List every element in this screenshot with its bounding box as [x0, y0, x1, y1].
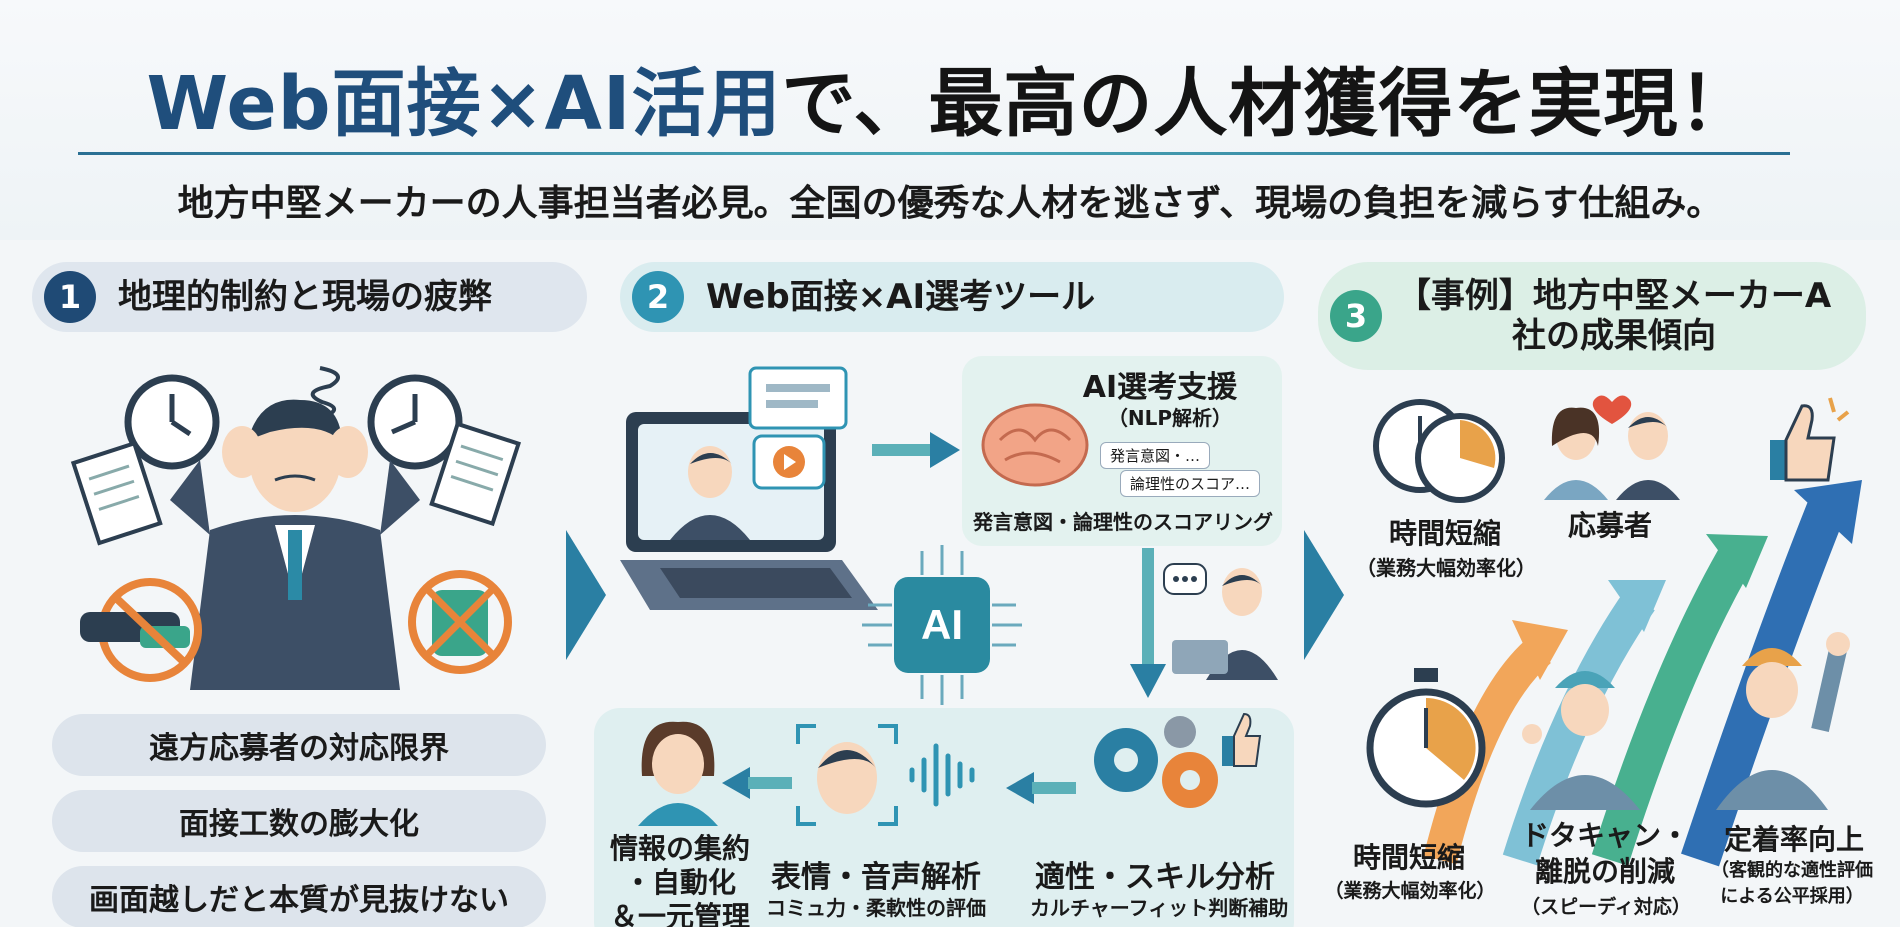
stressed-worker-illustration [70, 366, 522, 690]
chevron-right-icon [566, 530, 606, 660]
problem-pill: 画面越しだと本質が見抜けない [52, 866, 546, 927]
scoring-caption: 発言意図・論理性のスコアリング [973, 510, 1273, 534]
couple-icon [1544, 395, 1680, 500]
hr-manager-icon [638, 721, 718, 826]
top-time-title: 時間短縮 [1388, 517, 1501, 550]
worker-female-icon [1522, 671, 1640, 810]
clock-right-icon [367, 374, 463, 470]
arrow-left-icon [1006, 772, 1076, 804]
speech-bubble: 論理性のスコア… [1120, 470, 1260, 497]
section3-number: 3 [1330, 290, 1382, 342]
problem-pill: 面接工数の膨大化 [52, 790, 546, 852]
document-left-icon [70, 440, 163, 546]
section2-number: 2 [632, 271, 684, 323]
problem-pill: 遠方応募者の対応限界 [52, 714, 546, 776]
info-title-line3: ＆一元管理 [609, 900, 750, 927]
dropout-sub: （スピーディ対応） [1521, 896, 1691, 918]
chat-bubble-icon [748, 366, 848, 430]
clocks-icon [1373, 399, 1505, 503]
chevron-right-icon [1304, 530, 1344, 660]
section3-title-line1: 【事例】地方中堅メーカーA [1396, 276, 1832, 316]
no-train-car-icon [80, 578, 202, 682]
retention-title: 定着率向上 [1723, 823, 1864, 856]
brain-icon [981, 403, 1089, 487]
section2-title: Web面接×AI選考ツール [706, 277, 1096, 317]
retention-sub-line1: （客観的な適性評価 [1711, 860, 1873, 881]
top-applicants: 応募者 [1567, 509, 1652, 542]
laptop-user-icon [1163, 563, 1278, 680]
section3-title: 【事例】地方中堅メーカーA 社の成果傾向 [1382, 276, 1846, 356]
main-title-rest: で、最高の人材獲得を実現！ [781, 61, 1754, 147]
info-title: 情報の集約 ・自動化 ＆一元管理 [600, 832, 760, 927]
expression-sub: コミュ力・柔軟性の評価 [766, 896, 986, 920]
stress-swirl-icon [310, 366, 340, 418]
web-interview-laptop-illustration [620, 366, 878, 610]
clock-left-icon [124, 374, 220, 470]
thumbs-up-icon [1222, 712, 1262, 767]
ai-chip-label: AI [921, 601, 963, 648]
header-band [0, 0, 1900, 240]
arrow-right-icon [872, 432, 960, 468]
section1-number: 1 [44, 271, 96, 323]
dropout-title-line1: ドタキャン・ [1520, 819, 1689, 852]
main-title-accent: Web面接×AI活用 [146, 61, 782, 147]
section3-title-line2: 社の成果傾向 [1512, 316, 1716, 356]
section3-header: 3 【事例】地方中堅メーカーA 社の成果傾向 [1318, 262, 1866, 370]
sound-wave-icon [909, 743, 975, 807]
gears-icon [1094, 712, 1262, 808]
stressed-person-icon [170, 399, 420, 690]
bottom-time-title: 時間短縮 [1352, 841, 1465, 874]
info-title-line1: 情報の集約 [609, 832, 750, 865]
no-train-icon [408, 570, 512, 674]
section2-header: 2 Web面接×AI選考ツール [620, 262, 1284, 332]
top-time-sub: （業務大幅効率化） [1356, 556, 1536, 580]
section1-title: 地理的制約と現場の疲弊 [118, 277, 492, 317]
title-divider [78, 152, 1790, 155]
arrow-down-icon [1130, 548, 1166, 698]
aptitude-title: 適性・スキル分析 [1035, 860, 1275, 895]
retention-sub-line2: による公平採用） [1720, 886, 1864, 907]
thumbs-up-icon [1770, 397, 1850, 482]
play-video-icon [752, 434, 826, 490]
arrow-left-icon [722, 767, 792, 799]
document-right-icon [429, 421, 522, 527]
bottom-time-sub: （業務大幅効率化） [1324, 880, 1496, 902]
stopwatch-icon [1366, 668, 1486, 808]
ai-support-title: AI選考支援 [1082, 370, 1238, 405]
speech-bubble: 発言意図・… [1100, 442, 1210, 469]
expression-title: 表情・音声解析 [771, 860, 981, 895]
dropout-title-line2: 離脱の削減 [1534, 855, 1675, 888]
face-scan-icon [796, 724, 898, 826]
subtitle: 地方中堅メーカーの人事担当者必見。全国の優秀な人材を逃さず、現場の負担を減らす仕… [177, 183, 1723, 224]
info-title-line2: ・自動化 [623, 866, 736, 899]
ai-chip-icon: AI [862, 545, 1022, 705]
aptitude-sub: カルチャーフィット判断補助 [1030, 896, 1289, 920]
section1-header: 1 地理的制約と現場の疲弊 [32, 262, 587, 332]
dropout-title: ドタキャン・ 離脱の削減 [1510, 818, 1700, 890]
retention-sub: （客観的な適性評価 による公平採用） [1692, 858, 1892, 910]
growth-arrows-illustration [1423, 480, 1862, 867]
ai-support-sub: （NLP解析） [1107, 406, 1233, 430]
worker-male-icon [1716, 632, 1850, 810]
main-title: Web面接×AI活用で、最高の人材獲得を実現！ [0, 44, 1900, 151]
